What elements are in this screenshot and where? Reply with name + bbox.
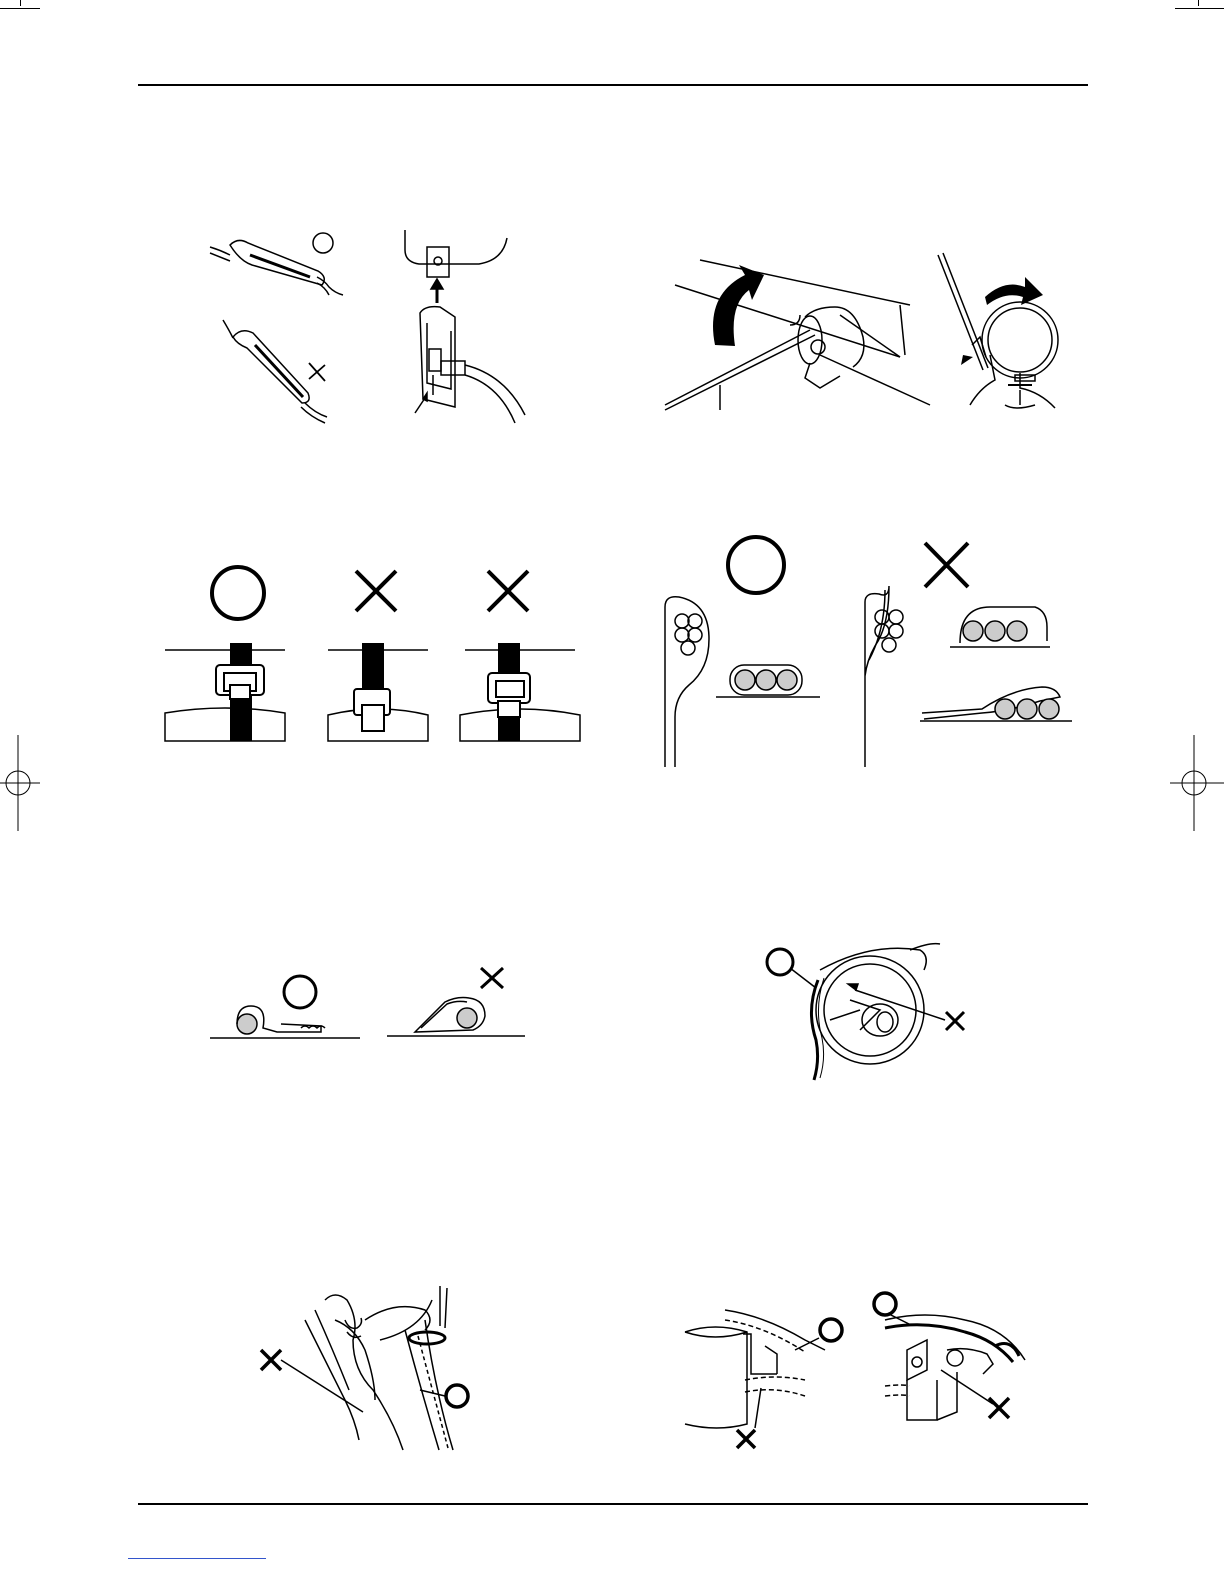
circle-mark-icon [212, 567, 264, 619]
band-clip-bad-2 [460, 643, 580, 741]
circle-mark-icon [728, 537, 784, 593]
figure-bundle-clamp [660, 535, 1080, 775]
push-arrow-icon [961, 355, 973, 365]
figure-single-wire-clamp [205, 962, 535, 1052]
bundle-clamp-bad [865, 586, 1072, 767]
circle-mark-icon [313, 233, 333, 253]
single-clamp-bad [387, 998, 525, 1037]
cross-mark-icon [309, 363, 325, 381]
single-clamp-good [210, 1006, 360, 1038]
cross-mark-icon [989, 1398, 1009, 1418]
figure-bracket-bolt-routing [685, 1290, 1055, 1460]
figure-pipe-clamp [660, 245, 1070, 420]
cross-mark-icon [946, 1012, 964, 1030]
splice-sleeve-bad [223, 320, 327, 423]
body-edge-and-harness [281, 1286, 453, 1450]
clamp-rotate-arrow-icon [985, 277, 1043, 305]
crop-mark-top-right-v [1198, 0, 1199, 6]
cross-mark-icon [481, 968, 503, 988]
figure-band-clip [160, 565, 590, 745]
figure-body-edge-routing [255, 1280, 485, 1450]
crop-mark-top-left [0, 8, 40, 9]
circle-mark-icon [446, 1385, 468, 1407]
bracket-left [685, 1310, 825, 1428]
registration-mark-left [0, 735, 40, 835]
cross-mark-icon [261, 1350, 281, 1370]
circle-mark-icon [767, 949, 793, 975]
clamp-detail [938, 253, 1058, 408]
connector-bracket [405, 230, 525, 423]
figure-rotor-routing [760, 940, 990, 1080]
band-clip-bad-1 [328, 643, 428, 741]
registration-mark-right [1170, 735, 1224, 835]
rotor-assembly [790, 944, 945, 1080]
cross-mark-icon [488, 571, 528, 611]
circle-mark-icon [820, 1319, 842, 1341]
top-rule [138, 84, 1088, 86]
bundle-clamp-good [665, 597, 820, 767]
circle-mark-icon [284, 976, 316, 1008]
crop-mark-bottom-rule [128, 1558, 266, 1559]
circle-mark-icon [874, 1293, 896, 1315]
pipe-with-clamp [665, 260, 930, 410]
crop-mark-top-left-v [20, 0, 21, 6]
cross-mark-icon [737, 1430, 755, 1448]
bottom-rule [138, 1503, 1088, 1505]
cross-mark-icon [356, 571, 396, 611]
cross-mark-icon [925, 543, 968, 587]
crop-mark-top-right [1175, 8, 1224, 9]
figure-splice-connector [205, 225, 525, 425]
band-clip-good [165, 643, 285, 741]
splice-sleeve-good [210, 240, 343, 295]
